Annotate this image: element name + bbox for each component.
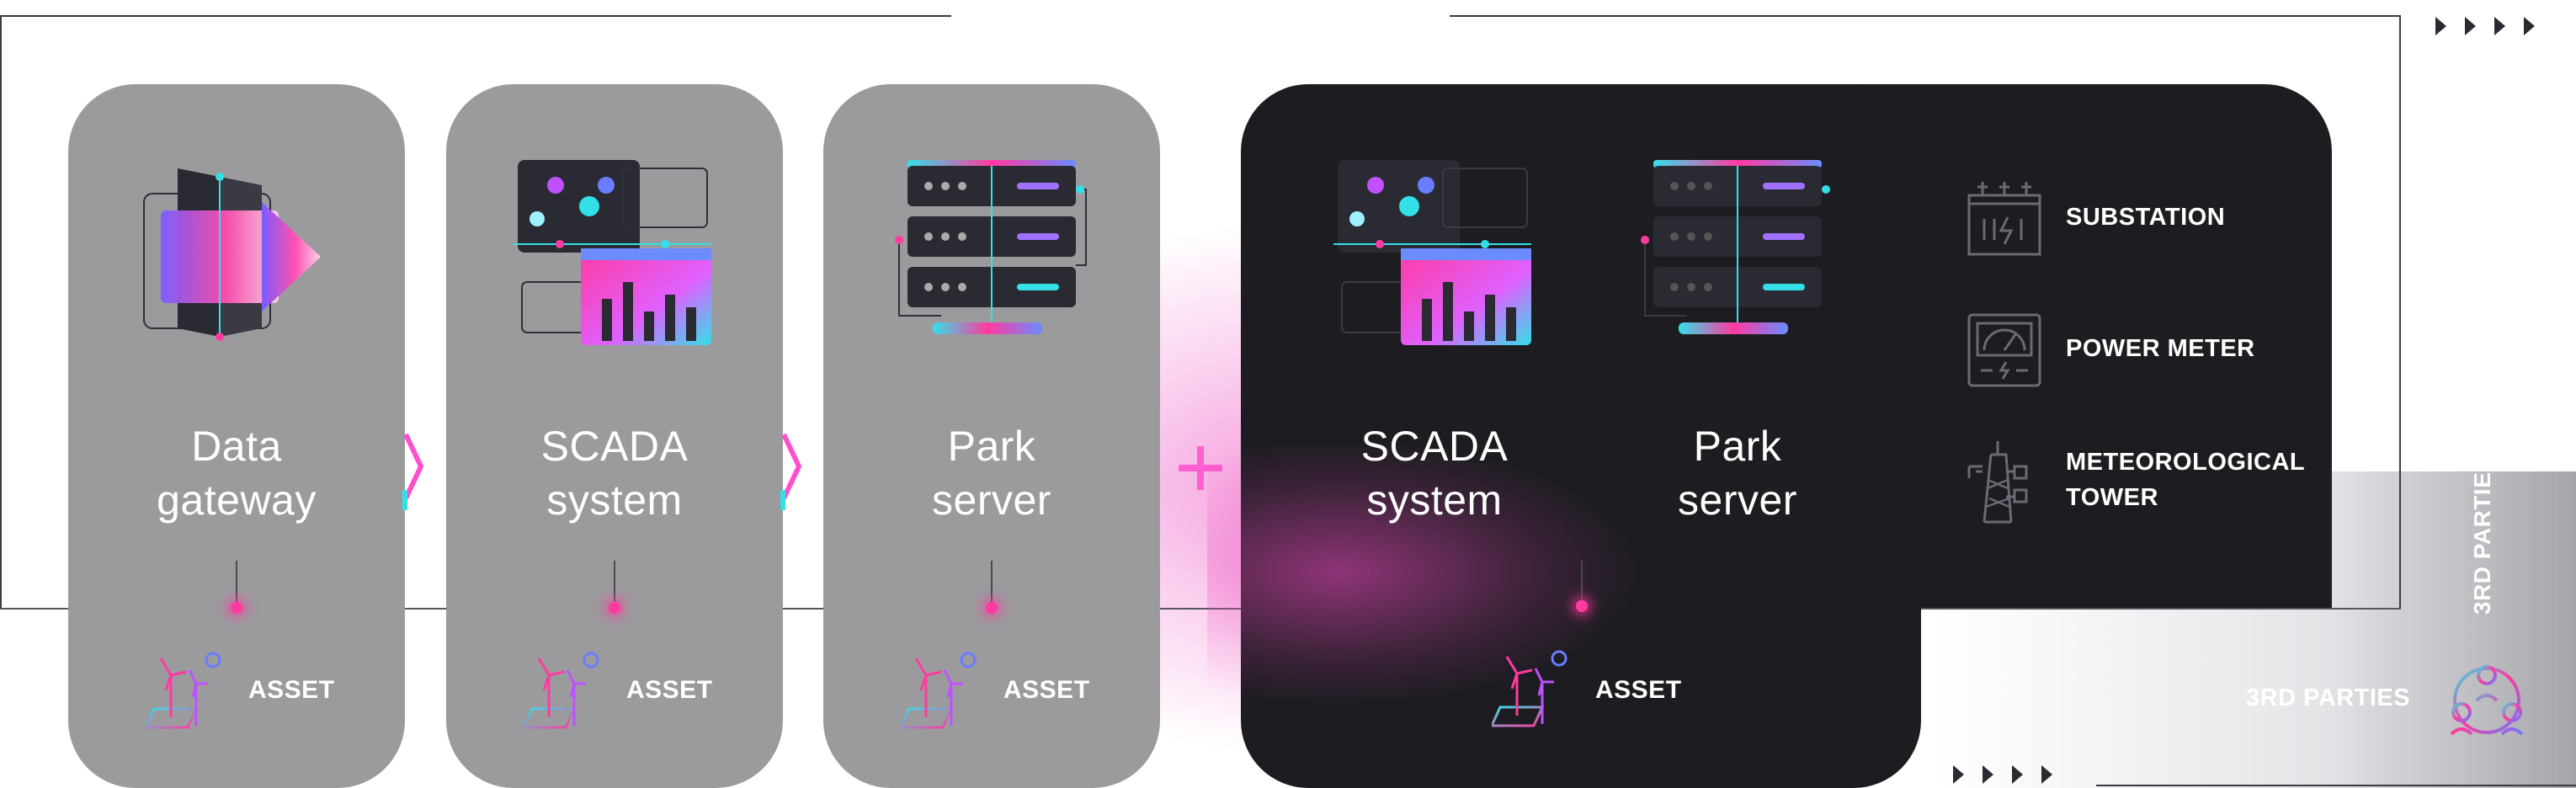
chevron-connector-2: [780, 433, 802, 510]
connector-dot: [1576, 600, 1588, 612]
wind-solar-asset-icon: [146, 652, 221, 729]
wind-solar-asset-icon: [901, 652, 977, 729]
frame-bottom-right: [2096, 785, 2576, 786]
data-gateway-icon: [143, 168, 321, 341]
power-meter-icon: [1967, 313, 2041, 387]
frame-top-right: [1450, 15, 2401, 17]
third-parties-vertical-label: 3RD PARTIES: [2469, 455, 2495, 615]
asset-label: ASSET: [248, 676, 335, 704]
frame-bottom: [0, 608, 2401, 610]
frame-top-left: [0, 15, 951, 17]
connector-stem: [614, 561, 615, 610]
connector-stem: [1581, 561, 1583, 610]
connector-stem: [991, 561, 993, 610]
scada-dashboard-icon: [514, 160, 711, 345]
chevrons-top: [2435, 17, 2535, 35]
connector-dot: [609, 602, 620, 614]
connector-dot: [231, 602, 242, 614]
frame-left: [0, 15, 2, 610]
server-rack-icon: [1641, 160, 1830, 334]
power-meter-label: POWER METER: [2066, 335, 2255, 362]
connector-dot: [986, 602, 998, 614]
meteorological-tower-icon: [1967, 441, 2028, 524]
scada-dashboard-icon: [1333, 160, 1531, 345]
wind-solar-asset-icon: [524, 652, 599, 729]
third-parties-bottom-label: 3RD PARTIES: [2246, 684, 2411, 711]
connector-stem: [236, 561, 237, 610]
asset-label: ASSET: [1595, 676, 1682, 704]
plus-icon: [1179, 446, 1222, 490]
chevrons-bottom: [1953, 765, 2052, 784]
substation-label: SUBSTATION: [2066, 204, 2226, 231]
wind-solar-asset-icon: [1492, 650, 1567, 727]
chevron-connector-1: [402, 433, 424, 510]
asset-label: ASSET: [626, 676, 713, 704]
frame-right: [2399, 15, 2401, 610]
meteorological-tower-label: METEOROLOGICAL TOWER: [2066, 449, 2306, 511]
server-rack-icon: [895, 160, 1087, 334]
inner-glow: [1207, 438, 1645, 707]
substation-icon: [1967, 182, 2041, 256]
people-network-icon: [2450, 665, 2524, 736]
asset-label: ASSET: [1003, 676, 1090, 704]
